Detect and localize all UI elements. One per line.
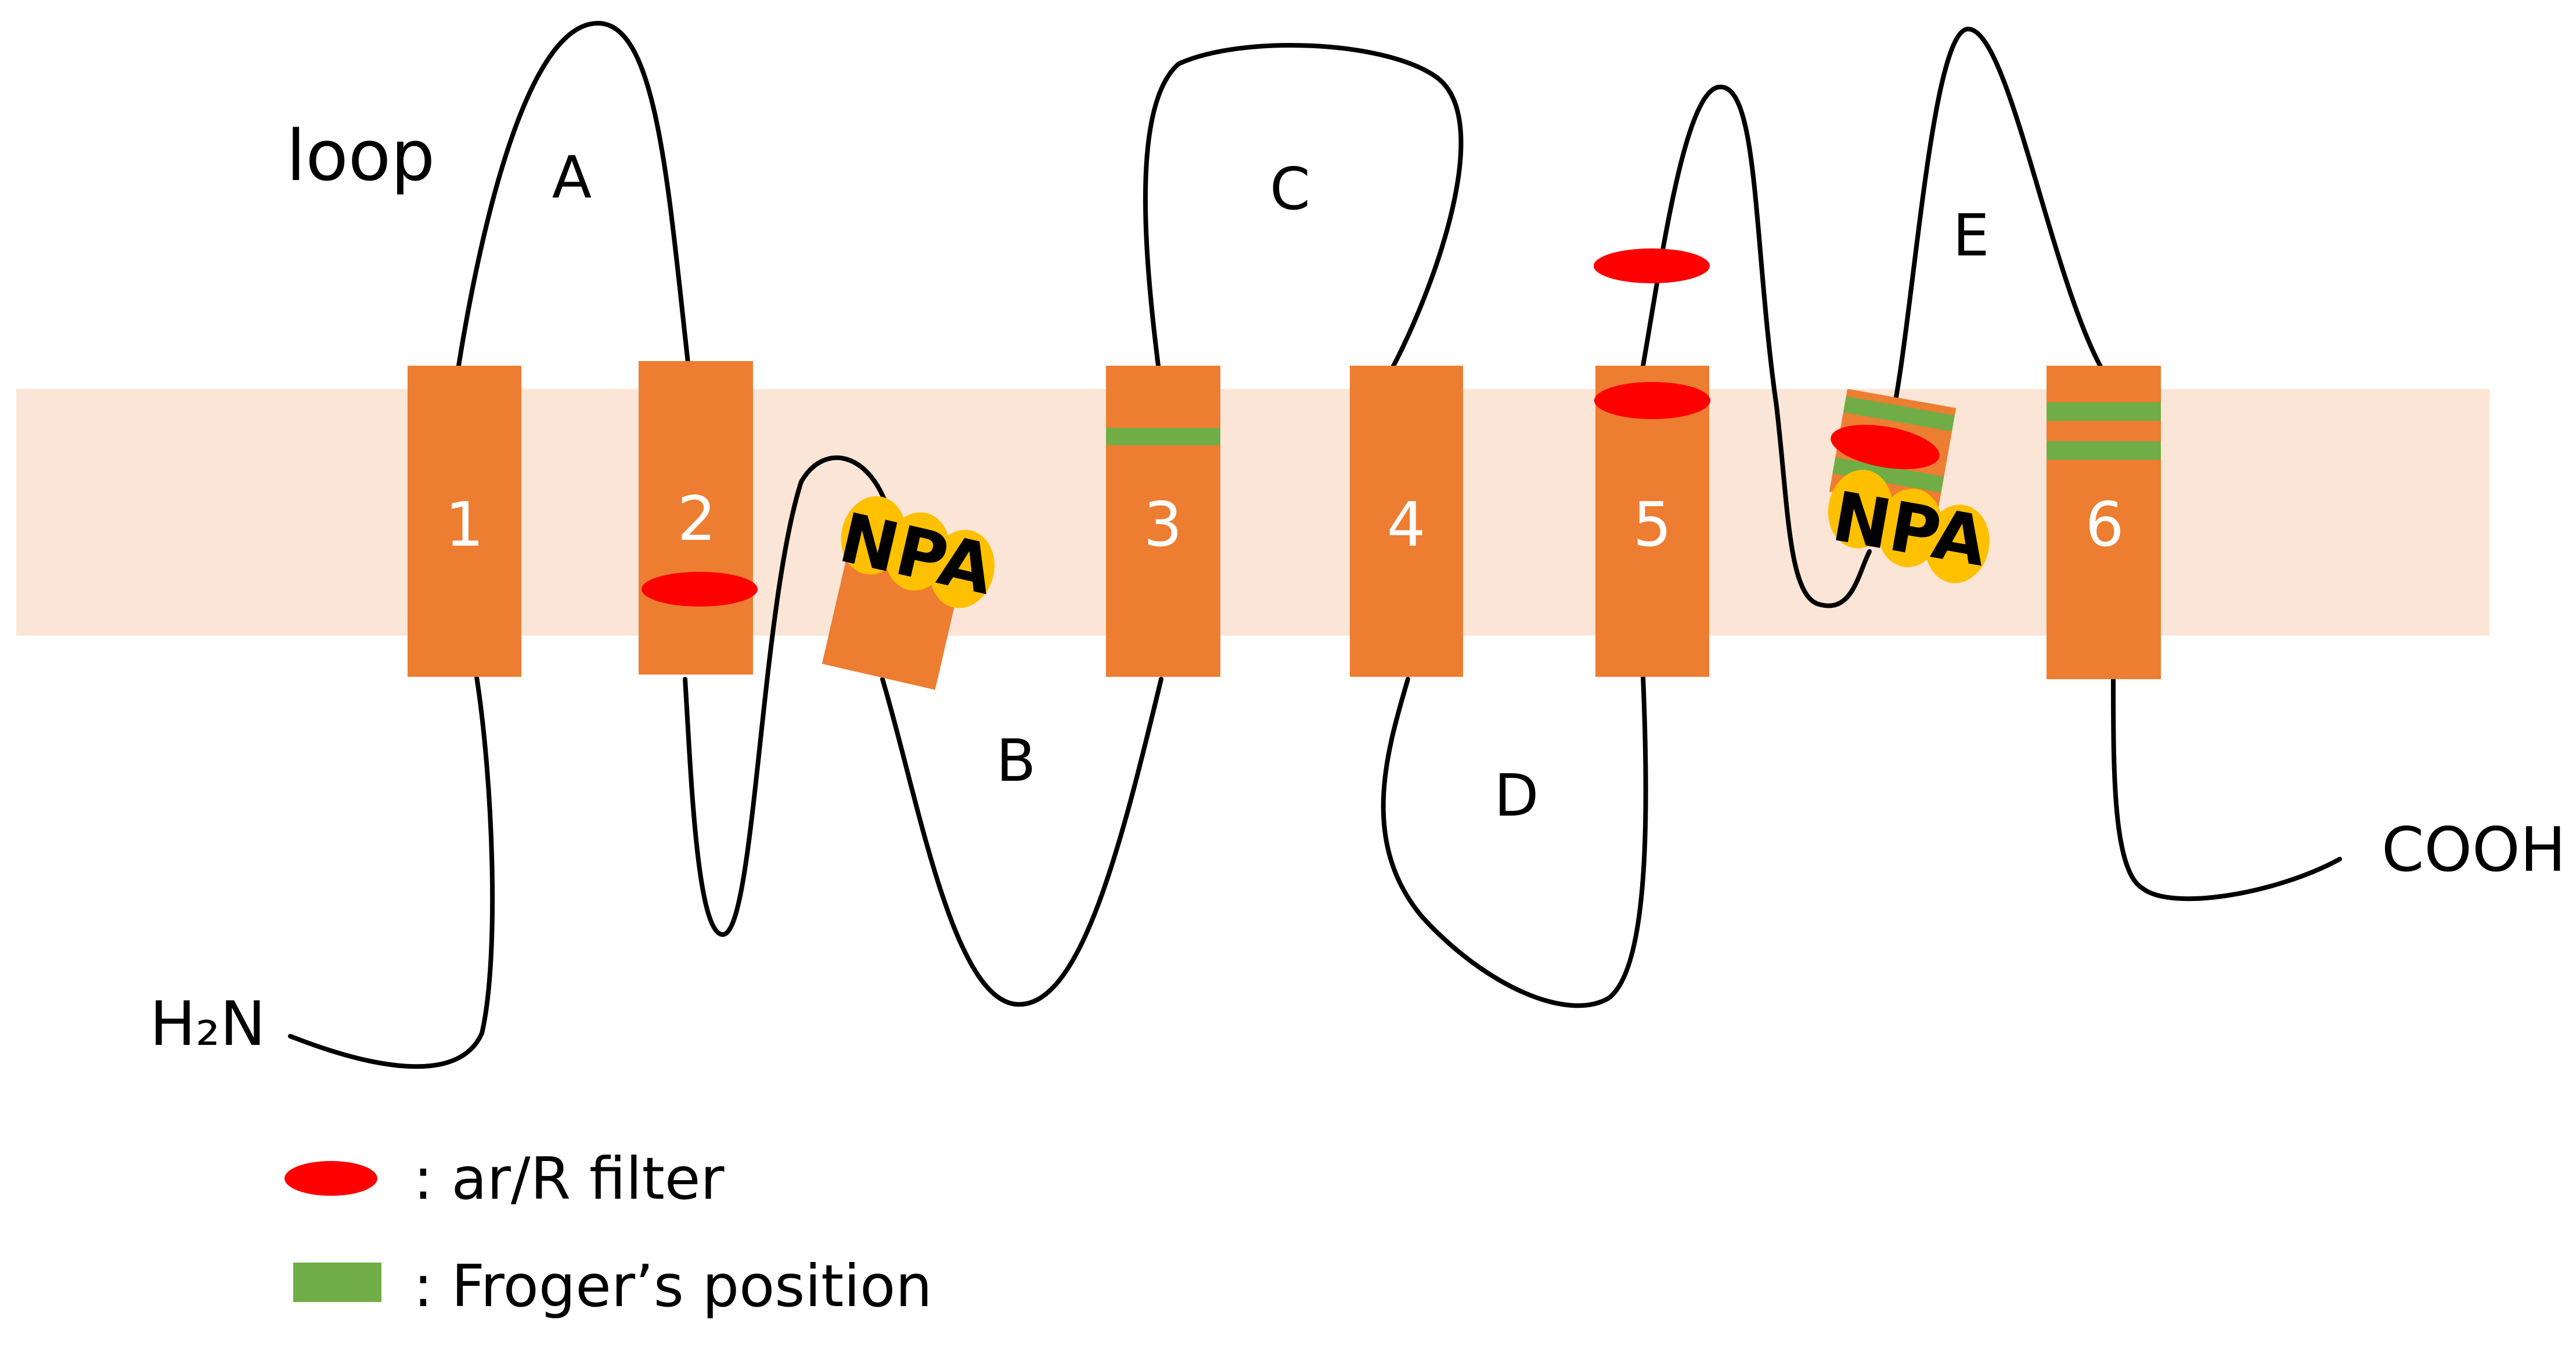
helix-4-number: 4 xyxy=(1387,489,1426,560)
froger-position-helix-3 xyxy=(1106,428,1220,445)
polypeptide-chain xyxy=(288,21,2342,1069)
froger-position-half-helix-e-1 xyxy=(1843,396,1955,432)
legend-ar-r-filter-text: : ar/R filter xyxy=(413,1145,725,1213)
loop-c-label: C xyxy=(1270,155,1310,223)
ar-r-filter-helix-5 xyxy=(1594,382,1710,419)
froger-position-helix-6-2 xyxy=(2047,441,2161,460)
helix-1 xyxy=(408,366,521,677)
npa-2-bubble-n xyxy=(1828,470,1893,549)
ar-r-filter-loop-c xyxy=(1594,248,1710,283)
helix-3 xyxy=(1106,366,1220,677)
helix-5-number: 5 xyxy=(1633,489,1672,560)
helix-6-number: 6 xyxy=(2085,489,2124,560)
legend-ar-r-filter-swatch xyxy=(284,1161,377,1196)
loop-label: loop xyxy=(286,116,435,197)
c-terminus-label: COOH xyxy=(2382,814,2566,885)
loop-a-label: A xyxy=(552,143,592,211)
npa-1-bubble-a xyxy=(929,529,995,608)
n-terminus-label: H₂N xyxy=(150,989,266,1059)
ar-r-filter-half-helix-e xyxy=(1831,424,1940,470)
loop-e-label: E xyxy=(1952,201,1989,269)
legend-froger-position-text: : Froger’s position xyxy=(413,1252,932,1320)
npa-motif-1: NPA xyxy=(833,496,1001,610)
ar-r-filter-helix-2 xyxy=(642,572,758,607)
npa-2-bubble-a xyxy=(1925,504,1990,583)
helix-2 xyxy=(639,361,753,675)
froger-position-helix-6-1 xyxy=(2047,402,2161,421)
helix-4 xyxy=(1350,366,1463,677)
loop-d-label: D xyxy=(1494,762,1539,830)
loop-b-label: B xyxy=(996,727,1036,795)
helix-2-number: 2 xyxy=(678,484,716,554)
helix-1-number: 1 xyxy=(445,489,484,560)
helix-3-number: 3 xyxy=(1144,489,1183,560)
legend-froger-position-swatch xyxy=(293,1263,381,1302)
froger-position-half-helix-e-2 xyxy=(1832,457,1944,493)
